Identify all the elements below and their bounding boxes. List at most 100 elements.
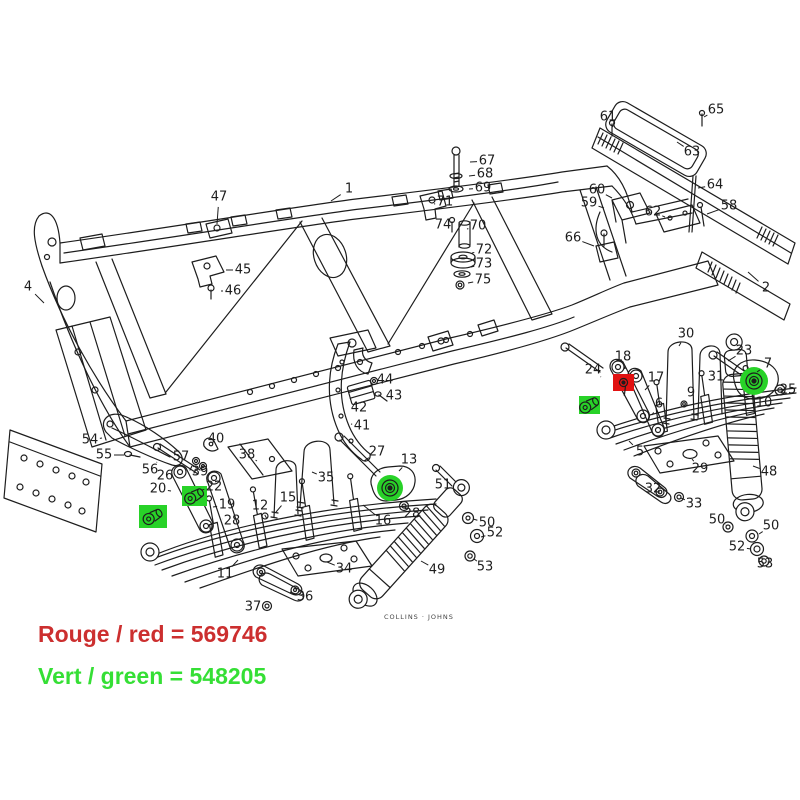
leader-line (662, 215, 666, 218)
part-number-20: 20 (150, 482, 167, 497)
part-number-49: 49 (429, 563, 446, 578)
part-number-28: 28 (404, 507, 421, 522)
part-number-45: 45 (235, 263, 252, 278)
part-number-38: 38 (239, 448, 256, 463)
part-number-7: 7 (764, 357, 772, 372)
part-number-50: 50 (763, 519, 780, 534)
leader-line (480, 535, 486, 538)
part-number-61: 61 (600, 110, 617, 125)
part-number-16: 16 (375, 514, 392, 529)
leader-line (471, 251, 475, 254)
part-number-6: 6 (655, 397, 663, 412)
leader-line (644, 385, 650, 391)
part-number-39: 39 (192, 465, 209, 480)
rear-leaf-spring (560, 341, 797, 505)
leader-line (275, 505, 282, 513)
part-number-28: 28 (224, 514, 241, 529)
part-number-66: 66 (565, 231, 582, 246)
part-number-52: 52 (729, 540, 746, 555)
part-number-68: 68 (477, 167, 494, 182)
part-number-5: 5 (636, 445, 644, 460)
part-number-2: 2 (762, 281, 770, 296)
illustrator-signature: COLLINS · JOHNS (384, 613, 454, 621)
leader-line (758, 531, 763, 535)
leader-line (706, 208, 720, 215)
leader-line (212, 505, 218, 508)
leader-line (472, 518, 478, 521)
leader-line (651, 412, 655, 416)
part-number-52: 52 (487, 526, 504, 541)
part-number-47: 47 (211, 190, 228, 205)
leader-line (697, 186, 706, 189)
part-number-43: 43 (386, 389, 403, 404)
highlighted-part-glyphs (142, 372, 763, 526)
part-number-73: 73 (476, 257, 493, 272)
bushing-glyph (618, 377, 629, 396)
leader-line (468, 174, 476, 177)
part-number-36: 36 (297, 590, 314, 605)
leader-line (264, 514, 268, 520)
part-number-34: 34 (336, 562, 353, 577)
gasket-plate-63 (605, 100, 707, 178)
leader-line (201, 488, 205, 491)
part-number-40: 40 (208, 432, 225, 447)
part-number-35: 35 (318, 471, 335, 486)
part-number-10: 10 (756, 396, 773, 411)
front-hanger-and-shackle (102, 413, 293, 554)
part-number-24: 24 (585, 363, 602, 378)
part-number-41: 41 (354, 419, 371, 434)
part-number-17: 17 (648, 371, 665, 386)
front-bumper-beam (3, 429, 103, 533)
part-number-63: 63 (684, 145, 701, 160)
leader-line (612, 125, 614, 128)
part-number-60: 60 (589, 183, 606, 198)
leader-line (473, 558, 478, 562)
leader-line (747, 271, 759, 282)
part-number-62: 62 (645, 205, 662, 220)
center-bolt-stack (419, 146, 476, 290)
leader-line (691, 458, 695, 462)
part-number-12: 12 (252, 499, 269, 514)
leader-line (326, 561, 335, 566)
leader-line (34, 293, 45, 304)
part-number-70: 70 (470, 219, 487, 234)
leader-line (467, 281, 474, 284)
leader-line (703, 114, 708, 118)
part-number-4: 4 (24, 280, 32, 295)
part-number-30: 30 (678, 327, 695, 342)
part-number-37: 37 (245, 600, 262, 615)
leader-line (255, 459, 258, 462)
leader-line (289, 591, 296, 595)
leader-line (231, 559, 239, 568)
part-number-64: 64 (707, 178, 724, 193)
bushing-glyph (142, 508, 163, 526)
leader-line (216, 206, 219, 225)
bushing-glyph (745, 372, 763, 390)
front-shock-absorber (348, 463, 485, 609)
leader-line (363, 457, 370, 462)
part-number-11: 11 (217, 567, 234, 582)
leader-line (750, 395, 756, 399)
rear-brackets (595, 175, 705, 263)
leader-line (676, 141, 684, 147)
part-number-69: 69 (475, 181, 492, 196)
part-number-26: 26 (157, 469, 174, 484)
leader-line (746, 547, 752, 550)
legend-red-note: Rouge / red = 569746 (38, 621, 268, 647)
part-number-27: 27 (369, 445, 386, 460)
part-number-48: 48 (761, 465, 778, 480)
part-number-13: 13 (401, 453, 418, 468)
leader-line (330, 194, 341, 202)
part-number-25: 25 (780, 383, 797, 398)
part-number-23: 23 (736, 344, 753, 359)
label-leader-lines (34, 114, 763, 607)
leader-line (362, 504, 376, 516)
part-number-53: 53 (757, 557, 774, 572)
leader-line (727, 355, 736, 362)
bracket-45-46 (191, 255, 225, 300)
part-number-50: 50 (479, 516, 496, 531)
part-number-9: 9 (687, 386, 695, 401)
bushing-glyph (381, 479, 399, 497)
part-number-50: 50 (709, 513, 726, 528)
